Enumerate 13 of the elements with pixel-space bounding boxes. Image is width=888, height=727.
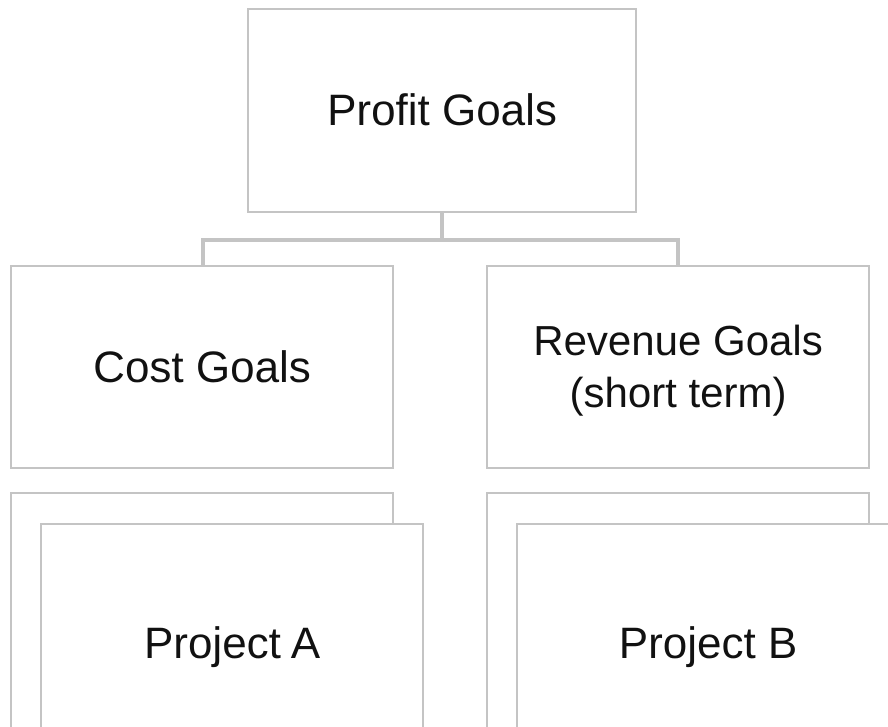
goal-box	[40, 523, 424, 727]
box-label: Cost Goals	[93, 342, 311, 394]
box-label: Project A	[144, 618, 320, 670]
stacked-card	[486, 492, 870, 523]
stacked-card	[10, 492, 394, 523]
box-label: Project B	[618, 618, 798, 670]
goal-box	[486, 265, 870, 469]
goal-box	[247, 8, 637, 213]
connector-line	[440, 213, 680, 265]
goal-box	[516, 523, 888, 727]
goal-box	[10, 265, 394, 469]
box-label: Profit Goals	[327, 85, 557, 137]
box-label: Revenue Goals (short term)	[532, 316, 824, 418]
